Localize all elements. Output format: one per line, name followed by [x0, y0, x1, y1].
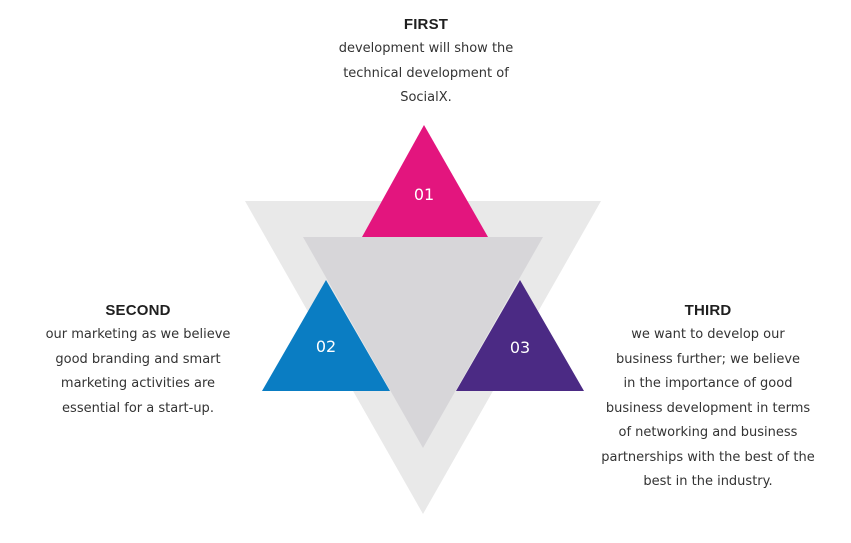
first-line-1: development will show the — [338, 41, 514, 56]
second-line-4: essential for a start-up. — [62, 400, 214, 416]
triangle-03 — [456, 280, 584, 391]
second-line-2: good branding and smart — [55, 351, 221, 367]
triangle-02-label: 02 — [316, 337, 336, 356]
first-line-3: SocialX. — [400, 90, 452, 105]
triangle-03-label: 03 — [510, 338, 530, 357]
second-line-1: our marketing as we believe — [45, 327, 231, 342]
first-heading: FIRST — [403, 16, 449, 33]
triangle-02 — [262, 280, 390, 391]
third-line-6: partnerships with the best of the — [601, 449, 815, 465]
third-line-2: business further; we believe — [615, 351, 801, 367]
third-heading: THIRD — [684, 302, 732, 319]
third-line-1: we want to develop our — [631, 327, 785, 342]
first-line-2: technical development of — [343, 65, 509, 81]
third-line-3: in the importance of good — [623, 376, 793, 391]
second-line-3: marketing activities are — [60, 376, 216, 391]
third-line-7: best in the industry. — [643, 474, 773, 489]
triangle-01 — [362, 125, 488, 237]
triangle-01-label: 01 — [414, 185, 434, 204]
second-block: SECOND our marketing as we believe good … — [20, 302, 256, 421]
first-block: FIRST development will show the technica… — [300, 16, 552, 111]
second-heading: SECOND — [105, 302, 171, 319]
third-block: THIRD we want to develop our business fu… — [578, 302, 838, 495]
third-line-5: of networking and business — [618, 425, 798, 440]
third-line-4: business development in terms — [605, 400, 811, 416]
inner-gray-triangle — [303, 237, 543, 448]
